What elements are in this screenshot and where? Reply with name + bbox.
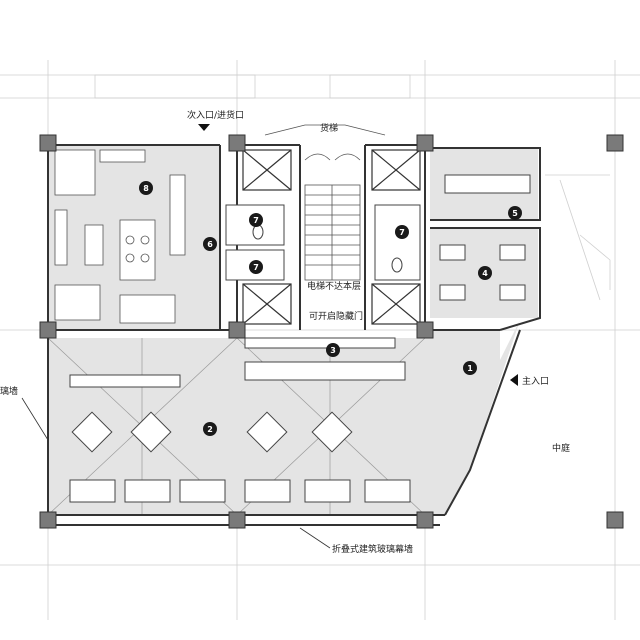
svg-text:8: 8 <box>143 184 149 193</box>
freight-doors <box>264 124 386 161</box>
room-marker-8: 8 <box>139 181 153 195</box>
columns <box>39 134 624 529</box>
svg-text:5: 5 <box>512 209 518 218</box>
room-marker-3: 3 <box>326 343 340 357</box>
private-room-tables <box>439 174 531 301</box>
room-marker-7a: 7 <box>249 213 263 227</box>
room-marker-6: 6 <box>203 237 217 251</box>
svg-text:7: 7 <box>399 228 405 237</box>
leader-lines <box>21 397 331 549</box>
room-marker-7c: 7 <box>395 225 409 239</box>
room-marker-7b: 7 <box>249 260 263 274</box>
room-marker-1: 1 <box>463 361 477 375</box>
elevator-shafts <box>242 149 421 325</box>
secondary-entrance-arrow <box>198 124 210 131</box>
svg-text:3: 3 <box>330 346 336 355</box>
svg-text:4: 4 <box>482 269 488 278</box>
room-marker-4: 4 <box>478 266 492 280</box>
folding-glass-wall-label: 折叠式建筑玻璃幕墙 <box>332 543 413 555</box>
glass-wall-left-label: 璃墙 <box>0 385 18 397</box>
courtyard-label: 中庭 <box>552 442 570 454</box>
secondary-entrance-label: 次入口/进货口 <box>187 109 244 121</box>
elevator-note-label: 电梯不达本层 <box>307 280 361 292</box>
dining-tables <box>69 374 411 503</box>
svg-text:2: 2 <box>207 425 213 434</box>
svg-text:6: 6 <box>207 240 213 249</box>
hidden-door-label: 可开启隐藏门 <box>309 310 363 322</box>
room-marker-2: 2 <box>203 422 217 436</box>
main-entrance-label: 主入口 <box>522 375 549 387</box>
kitchen-equipment <box>54 149 186 324</box>
room-marker-5: 5 <box>508 206 522 220</box>
svg-text:1: 1 <box>467 364 473 373</box>
main-entrance-arrow <box>510 374 518 386</box>
bar-counter <box>244 337 406 381</box>
svg-text:7: 7 <box>253 216 259 225</box>
restrooms <box>225 204 421 281</box>
staircase <box>304 184 361 281</box>
freight-elevator-label: 货梯 <box>320 122 338 134</box>
svg-text:7: 7 <box>253 263 259 272</box>
